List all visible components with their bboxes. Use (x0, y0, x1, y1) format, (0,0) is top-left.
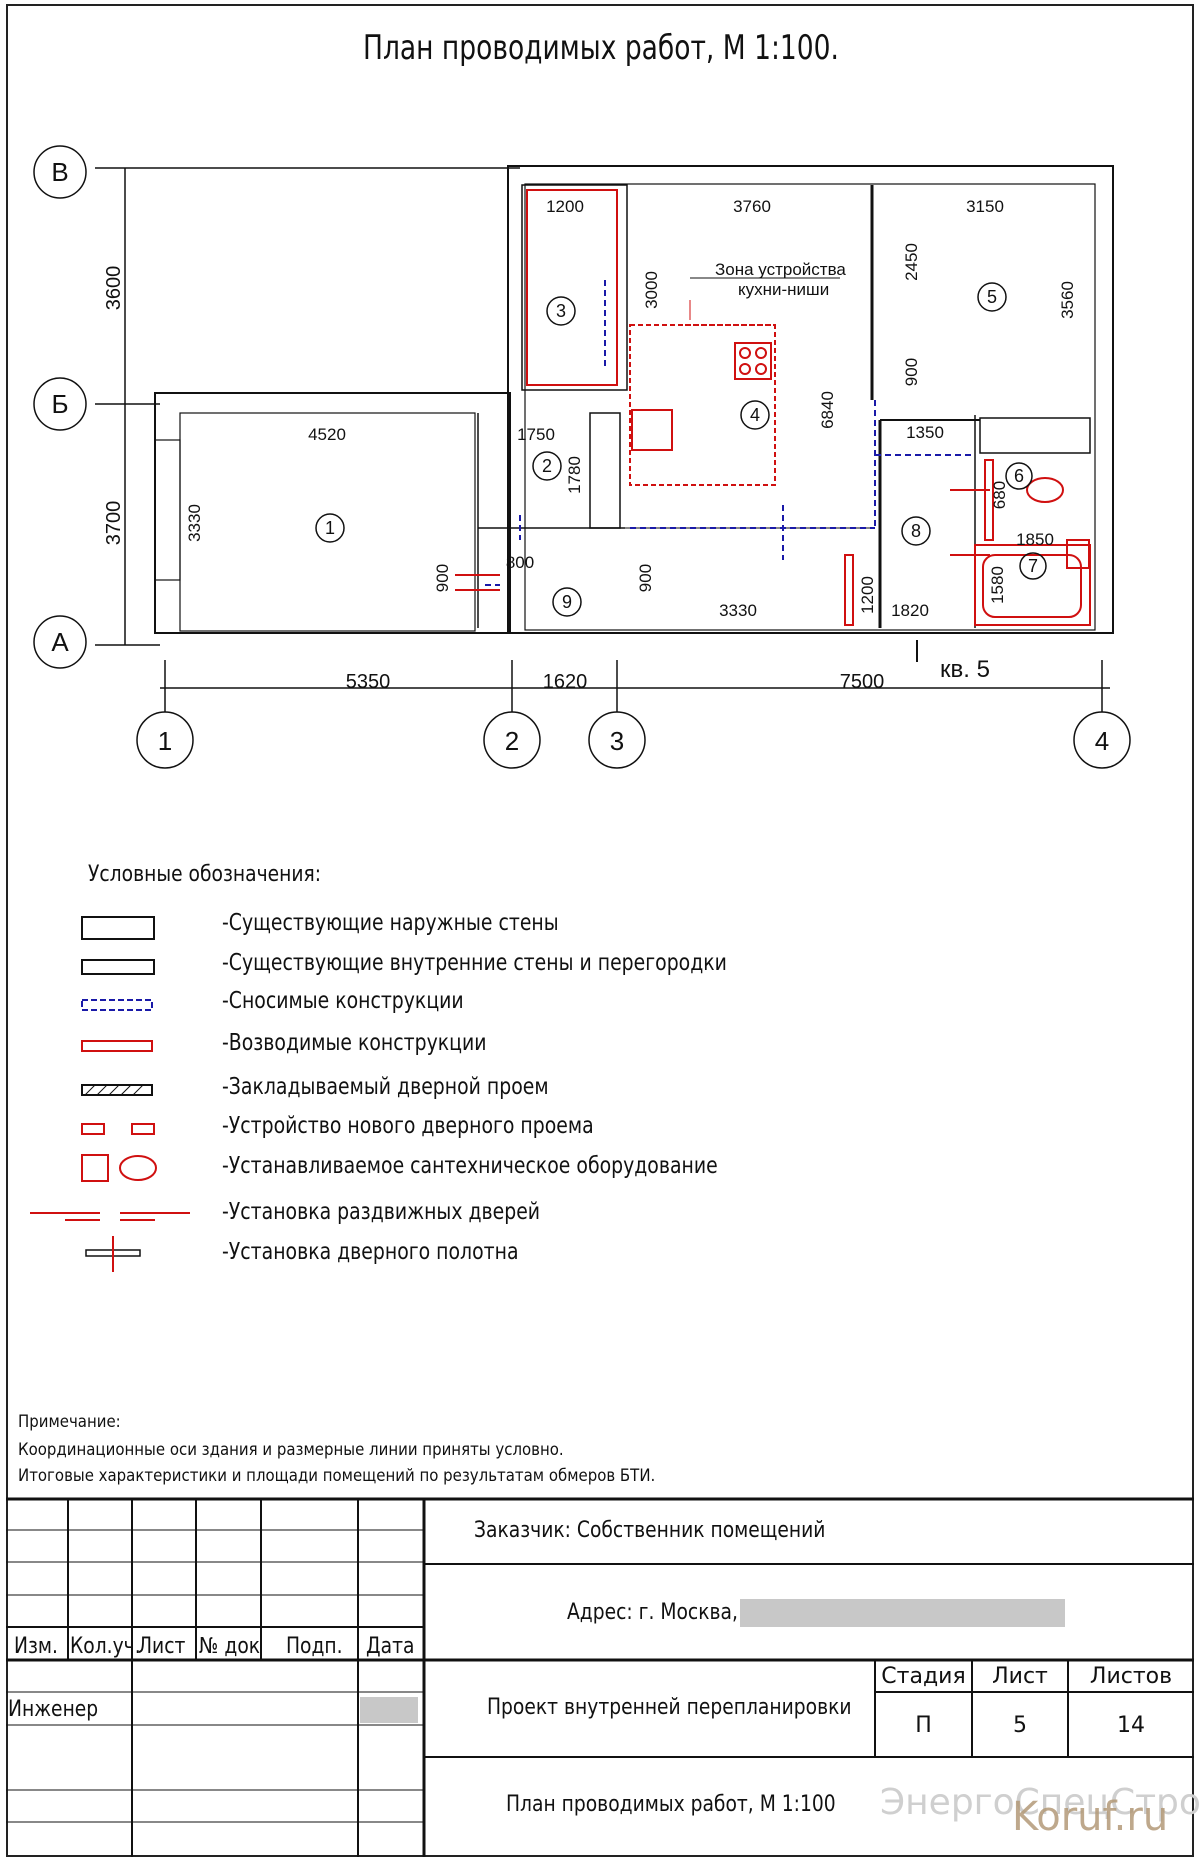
tb-project: Проект внутренней перепланировки (487, 1695, 852, 1720)
room-8: 8 (911, 521, 921, 541)
dim-1750: 1750 (517, 425, 555, 444)
tb-stage: П (915, 1713, 932, 1738)
axis-row-1: В (51, 157, 68, 187)
legend-heading: Условные обозначения: (88, 862, 322, 887)
legend-item-plumbing: -Устанавливаемое сантехническое оборудов… (222, 1153, 718, 1179)
tb-customer: Заказчик: Собственник помещений (474, 1518, 826, 1543)
dim-1850: 1850 (1016, 530, 1054, 549)
dim-4520: 4520 (308, 425, 346, 444)
kitchen-zone-label-1: Зона устройства (715, 260, 846, 279)
tb-stage-label: Стадия (881, 1664, 966, 1689)
tb-sheet-label: Лист (992, 1664, 1048, 1689)
dim-1200b: 1200 (858, 576, 877, 614)
tb-header-list: Лист (138, 1634, 186, 1659)
dim-3330v: 3330 (185, 504, 204, 542)
dim-800: 800 (506, 553, 534, 572)
tb-address: Адрес: г. Москва, (567, 1600, 738, 1625)
dim-680: 680 (990, 481, 1009, 509)
span-7500: 7500 (840, 671, 885, 693)
page-title: План проводимых работ, М 1:100. (363, 28, 839, 68)
dim-900a: 900 (433, 564, 452, 592)
dim-3760: 3760 (733, 197, 771, 216)
tb-header-sign: Подп. (286, 1634, 343, 1659)
dim-1580: 1580 (988, 566, 1007, 604)
tb-header-kol: Кол.уч. (70, 1634, 141, 1659)
room-7: 7 (1028, 556, 1038, 576)
legend-item-interior: -Существующие внутренние стены и перегор… (222, 950, 727, 976)
axis-col-2: 2 (505, 726, 519, 756)
notes-line-2: Итоговые характеристики и площади помеще… (18, 1466, 656, 1486)
span-1620: 1620 (543, 671, 588, 693)
kitchen-zone-label-2: кухни-ниши (738, 280, 829, 299)
notes-line-1: Координационные оси здания и размерные л… (18, 1440, 564, 1460)
dim-3150: 3150 (966, 197, 1004, 216)
dim-1200: 1200 (546, 197, 584, 216)
room-5: 5 (987, 287, 997, 307)
notes-heading: Примечание: (18, 1412, 121, 1432)
tb-sheet: 5 (1013, 1713, 1027, 1738)
room-2: 2 (542, 456, 552, 476)
legend-item-door-leaf: -Установка дверного полотна (222, 1239, 519, 1265)
dim-6840: 6840 (818, 391, 837, 429)
tb-sheets: 14 (1117, 1713, 1145, 1738)
span-5350: 5350 (346, 671, 391, 693)
redacted-address (740, 1599, 1065, 1627)
span-3700: 3700 (103, 501, 125, 546)
drawing-sheet (6, 4, 1194, 1857)
room-1: 1 (325, 518, 335, 538)
axis-row-2: Б (51, 389, 68, 419)
watermark-koruf: Koruf.ru (1012, 1794, 1169, 1840)
legend-item-sliding-doors: -Установка раздвижных дверей (222, 1199, 541, 1225)
tb-header-izm: Изм. (14, 1634, 58, 1659)
room-4: 4 (750, 405, 760, 425)
room-9: 9 (562, 592, 572, 612)
dim-2450: 2450 (902, 243, 921, 281)
axis-col-1: 1 (158, 726, 172, 756)
dim-1350: 1350 (906, 423, 944, 442)
dim-3330: 3330 (719, 601, 757, 620)
dim-1780: 1780 (565, 456, 584, 494)
legend-item-new-opening: -Устройство нового дверного проема (222, 1113, 594, 1139)
room-3: 3 (556, 301, 566, 321)
tb-sheet-title: План проводимых работ, М 1:100 (506, 1792, 836, 1817)
axis-col-3: 3 (610, 726, 624, 756)
apartment-label: кв. 5 (940, 656, 990, 683)
axis-col-4: 4 (1095, 726, 1109, 756)
legend-item-closed-opening: -Закладываемый дверной проем (222, 1074, 549, 1100)
dim-1820: 1820 (891, 601, 929, 620)
legend-item-new: -Возводимые конструкции (222, 1030, 487, 1056)
redacted-signature (360, 1697, 418, 1723)
legend-item-exterior: -Существующие наружные стены (222, 910, 559, 936)
tb-header-date: Дата (366, 1634, 415, 1659)
dim-900b: 900 (636, 564, 655, 592)
tb-header-doc: № док (199, 1634, 261, 1659)
legend-item-demolished: -Сносимые конструкции (222, 988, 464, 1014)
dim-3000: 3000 (642, 271, 661, 309)
dim-900c: 900 (902, 358, 921, 386)
axis-row-3: А (51, 627, 69, 657)
tb-role: Инженер (8, 1697, 99, 1722)
dim-3560: 3560 (1058, 281, 1077, 319)
room-6: 6 (1014, 466, 1024, 486)
tb-sheets-label: Листов (1089, 1664, 1173, 1689)
watermark-energospecstroy: ЭнергоСпецСтрой (880, 1782, 1202, 1823)
span-3600: 3600 (103, 266, 125, 311)
